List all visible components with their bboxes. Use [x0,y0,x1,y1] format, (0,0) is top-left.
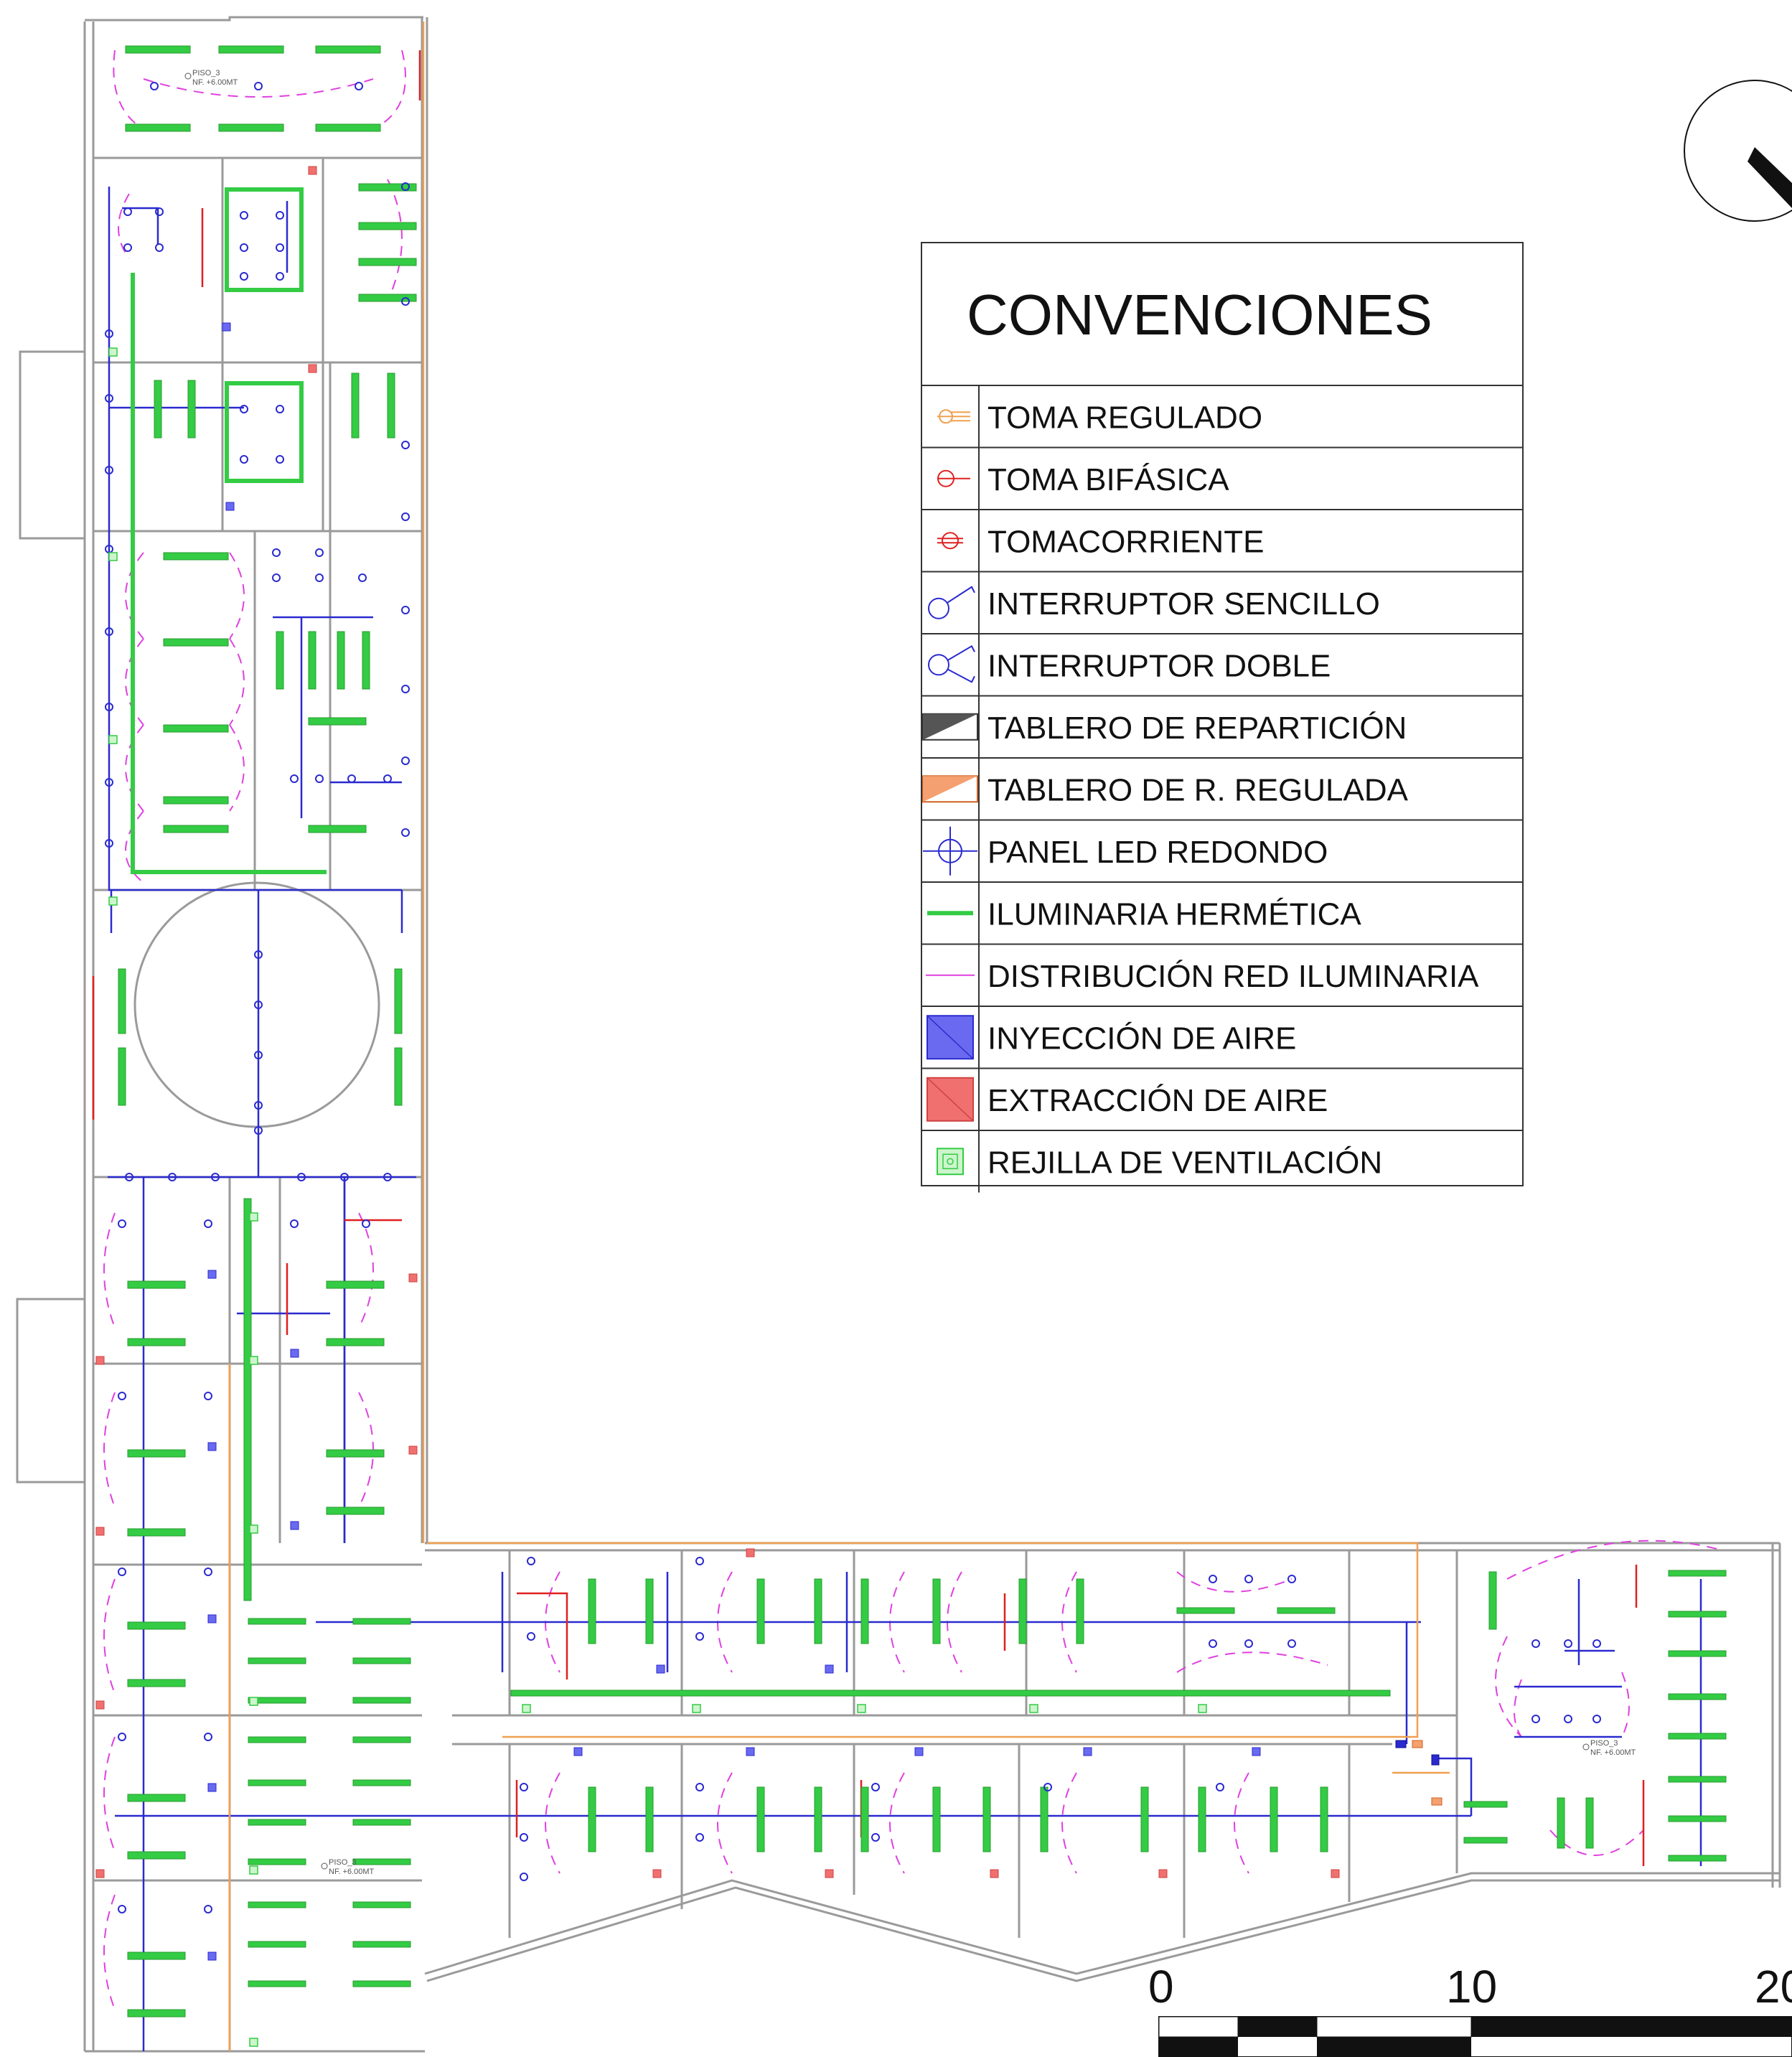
scale-tick-0: 0 [1148,1961,1174,2013]
north-arrow-icon [1684,80,1792,222]
svg-text:NF. +6.00MT: NF. +6.00MT [329,1868,375,1876]
legend-row-8: PANEL LED REDONDO [921,819,1523,876]
air-devices [95,166,1442,2047]
legend-label: TOMA REGULADO [988,400,1262,435]
corridor-luminaire-strip [131,187,327,874]
legend-row-4: INTERRUPTOR SENCILLO [921,571,1523,622]
svg-text:PISO_3: PISO_3 [329,1858,357,1867]
level-tag-2: PISO_3 NF. +6.00MT [321,1858,375,1876]
legend-row-12: EXTRACCIÓN DE AIRE [921,1067,1523,1122]
led-panel-row-c [118,950,392,1913]
interruptor-sencillo-icon [928,586,975,619]
led-panel-row-b [105,182,410,848]
panel-led-icon [923,826,977,876]
legend-label: ILUMINARIA HERMÉTICA [988,896,1361,932]
luminaire-set [118,45,1727,2018]
legend-label: EXTRACCIÓN DE AIRE [988,1083,1328,1118]
extraccion-aire-icon [927,1077,974,1122]
tablero-reparticion-icon [922,713,978,741]
legend-row-1: TOMA REGULADO [937,400,1262,435]
legend-title: CONVENCIONES [967,283,1432,347]
level-tag-1: PISO_3 NF. +6.00MT [184,69,238,87]
legend-label: PANEL LED REDONDO [988,835,1328,870]
legend-label: INTERRUPTOR SENCILLO [988,586,1380,622]
inyeccion-aire-icon [927,1015,974,1060]
regulated-wiring [228,22,1450,2051]
legend-row-10: DISTRIBUCIÓN RED ILUMINARIA [921,943,1523,994]
legend-label: INTERRUPTOR DOBLE [988,648,1331,683]
legend-row-6: TABLERO DE REPARTICIÓN [921,695,1523,746]
legend-label: REJILLA DE VENTILACIÓN [988,1145,1382,1180]
led-panel-set [105,82,1601,1913]
scale-bar: 0 10 20 [1148,1961,1792,2057]
iluminaria-hermetica-icon [927,911,973,916]
building-walls [16,16,1781,2053]
legend-label: DISTRIBUCIÓN RED ILUMINARIA [988,959,1479,994]
legend-row-9: ILUMINARIA HERMÉTICA [921,881,1523,932]
legend-row-3: TOMACORRIENTE [921,509,1523,559]
legend-row-11: INYECCIÓN DE AIRE [921,1006,1523,1060]
legend-label: TABLERO DE REPARTICIÓN [988,711,1407,746]
svg-text:NF. +6.00MT: NF. +6.00MT [192,78,238,87]
legend-label: INYECCIÓN DE AIRE [988,1021,1296,1056]
svg-text:PISO_3: PISO_3 [192,69,220,78]
svg-text:NF. +6.00MT: NF. +6.00MT [1590,1748,1636,1757]
scale-tick-20: 20 [1755,1961,1792,2013]
interruptor-doble-icon [928,645,975,683]
legend-row-5: INTERRUPTOR DOBLE [921,633,1523,683]
led-panel-row-d [520,1557,1601,1881]
tablero-regulada-icon [922,775,978,803]
legend-label: TOMACORRIENTE [988,524,1264,559]
legend-row-13: REJILLA DE VENTILACIÓN [921,1130,1523,1180]
legend-row-2: TOMA BIFÁSICA [921,446,1523,497]
legend-box: CONVENCIONES TOMA REGULADO TOMA BIFÁSICA T… [921,242,1524,1193]
toma-regulado-icon [937,409,970,424]
legend-row-7: TABLERO DE R. REGULADA [921,757,1523,807]
level-tag-3: PISO_3 NF. +6.00MT [1582,1739,1636,1757]
scale-tick-10: 10 [1446,1961,1497,2013]
svg-text:PISO_3: PISO_3 [1590,1739,1618,1748]
legend-label: TABLERO DE R. REGULADA [988,772,1409,807]
lighting-network [103,50,1723,2010]
toma-bifasica-icon [937,469,970,487]
rejilla-ventilacion-icon [937,1148,964,1176]
legend-label: TOMA BIFÁSICA [988,462,1229,497]
tomacorriente-icon [937,532,963,550]
led-panel-row-a [123,82,363,464]
